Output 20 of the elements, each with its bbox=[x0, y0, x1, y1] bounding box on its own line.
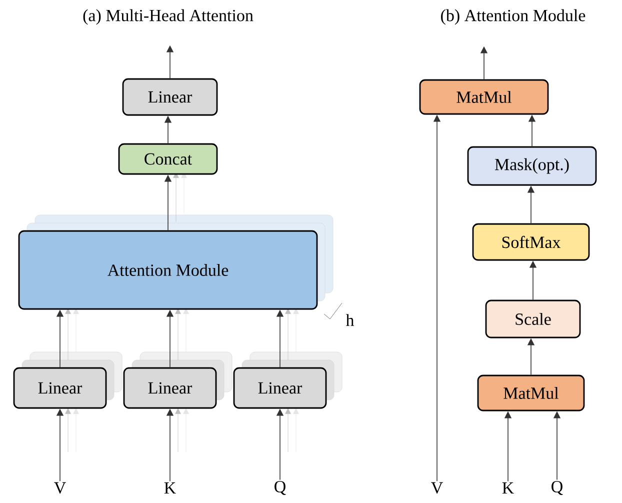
block-box: Scale bbox=[485, 300, 581, 338]
block-box: Linear bbox=[233, 367, 327, 409]
input-label: Q bbox=[274, 480, 286, 495]
panel-title: (b) Attention Module bbox=[441, 9, 586, 25]
block-box: Linear bbox=[123, 367, 217, 409]
block-box: Concat bbox=[118, 143, 218, 175]
block-box: SoftMax bbox=[472, 223, 590, 261]
input-label: K bbox=[164, 482, 176, 494]
input-label: K bbox=[502, 482, 514, 494]
block-box: Linear bbox=[13, 367, 107, 409]
block-box: MatMul bbox=[477, 374, 585, 412]
head-count-label: h bbox=[346, 314, 354, 326]
panel-title: (a) Multi-Head Attention bbox=[83, 9, 254, 25]
input-label: V bbox=[54, 482, 66, 494]
input-label: V bbox=[431, 482, 443, 494]
block-box: Linear bbox=[122, 78, 218, 116]
block-box: Attention Module bbox=[18, 230, 318, 310]
block-box: MatMul bbox=[419, 79, 549, 115]
input-label: Q bbox=[552, 480, 563, 495]
block-box: Mask(opt.) bbox=[467, 146, 597, 186]
